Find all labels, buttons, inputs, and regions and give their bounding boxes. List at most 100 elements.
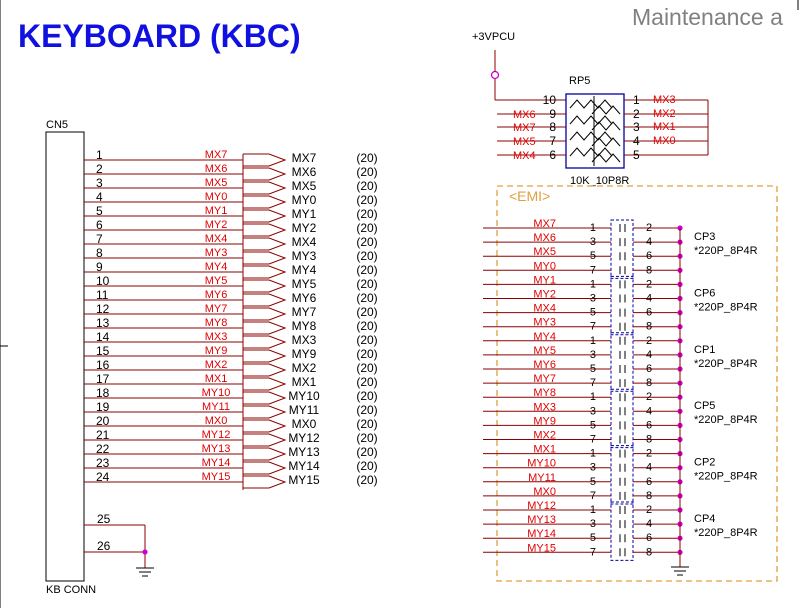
connector-net-label: MY8 [205, 317, 228, 329]
rp5-pin-number: 3 [633, 120, 640, 134]
port-label: MX2 [292, 361, 317, 375]
port-sheet-ref: (20) [356, 193, 377, 207]
port-arrow [243, 321, 287, 335]
port-arrow [243, 307, 287, 321]
rp5-pin-number: 6 [549, 148, 556, 162]
port-arrow [243, 209, 287, 223]
port-sheet-ref: (20) [356, 347, 377, 361]
connector-pin-number: 7 [96, 232, 103, 246]
emi-net-label: MY1 [533, 274, 556, 286]
port-arrow [243, 223, 287, 237]
port-label: MY8 [292, 319, 317, 333]
port-sheet-ref: (20) [356, 165, 377, 179]
connector-pin-number: 6 [96, 218, 103, 232]
capacitor-pin-number: 6 [646, 363, 652, 375]
capacitor-pin-number: 6 [646, 476, 652, 488]
port-sheet-ref: (20) [356, 151, 377, 165]
connector-pin-number: 11 [96, 288, 109, 302]
emi-net-label: MY13 [527, 514, 556, 526]
capacitor-pack-ref: CP5 [694, 400, 715, 412]
connector-net-label: MY9 [205, 345, 228, 357]
rp5-net-label: MX7 [513, 122, 536, 134]
capacitor-pin-number: 1 [590, 278, 596, 290]
capacitor-pin-number: 6 [646, 532, 652, 544]
resistor-zigzag [569, 115, 613, 125]
capacitor-pin-number: 3 [590, 462, 596, 474]
port-arrow [243, 153, 287, 167]
emi-net-label: MY3 [533, 317, 556, 329]
emi-net-label: MX6 [533, 232, 556, 244]
port-arrow [243, 335, 287, 349]
emi-net-label: MY14 [527, 528, 556, 540]
power-label: +3VPCU [472, 31, 515, 43]
emi-net-label: MY0 [533, 260, 556, 272]
emi-net-label: MY8 [533, 387, 556, 399]
connector-net-label: MX6 [205, 163, 228, 175]
capacitor-pack-body [610, 275, 634, 336]
connector-pin-number: 12 [96, 302, 110, 316]
emi-net-label: MY11 [528, 472, 556, 484]
port-sheet-ref: (20) [356, 445, 377, 459]
port-sheet-ref: (20) [356, 277, 377, 291]
port-label: MX5 [292, 179, 317, 193]
capacitor-pack-body [610, 388, 634, 449]
resistor-zigzag [591, 153, 621, 163]
capacitor-pack-ref: CP2 [694, 457, 715, 469]
port-arrow [243, 293, 287, 307]
capacitor-pack-ref: CP4 [694, 513, 715, 525]
port-label: MY15 [288, 473, 320, 487]
capacitor-pin-number: 3 [590, 349, 596, 361]
connector-pin-number: 20 [96, 414, 110, 428]
capacitor-pin-number: 2 [646, 448, 652, 460]
capacitor-pin-number: 8 [646, 377, 652, 389]
connector-net-label: MX4 [205, 233, 228, 245]
port-arrow [243, 391, 287, 405]
port-sheet-ref: (20) [356, 249, 377, 263]
capacitor-pin-number: 2 [646, 278, 652, 290]
emi-net-label: MY2 [533, 289, 556, 301]
port-sheet-ref: (20) [356, 291, 377, 305]
connector-body [45, 131, 85, 582]
connector-net-label: MY2 [205, 219, 228, 231]
emi-net-label: MY7 [533, 373, 556, 385]
port-label: MY1 [292, 207, 317, 221]
capacitor-pin-number: 4 [646, 405, 652, 417]
rp5-net-label: MX5 [513, 136, 536, 148]
port-arrow [243, 251, 287, 265]
capacitor-pack-value: *220P_8P4R [694, 471, 758, 483]
rp5-net-label: MX1 [653, 121, 676, 133]
emi-net-label: MY6 [533, 359, 556, 371]
port-arrow [243, 447, 287, 461]
connector-pin-number: 18 [96, 386, 110, 400]
connector-pin-number: 14 [96, 330, 110, 344]
capacitor-pin-number: 1 [590, 448, 596, 460]
connector-pin-number: 4 [96, 190, 103, 204]
connector-name: KB CONN [46, 584, 96, 596]
connector-pin-number: 16 [96, 358, 110, 372]
connector-pin-number: 24 [96, 470, 110, 484]
port-sheet-ref: (20) [356, 179, 377, 193]
port-label: MY10 [288, 389, 320, 403]
capacitor-pin-number: 7 [590, 264, 596, 276]
capacitor-pack-value: *220P_8P4R [694, 527, 758, 539]
capacitor-pin-number: 2 [646, 504, 652, 516]
capacitor-pin-number: 2 [646, 391, 652, 403]
port-label: MX0 [292, 417, 317, 431]
header-note: Maintenance a [632, 4, 783, 30]
capacitor-pack-body [610, 219, 634, 279]
connector-pin-number: 26 [97, 539, 111, 553]
rp5-pin-number: 7 [549, 134, 556, 148]
resistor-zigzag [591, 121, 621, 131]
connector-net-label: MY4 [205, 261, 228, 273]
capacitor-pack-ref: CP6 [694, 287, 715, 299]
capacitor-pin-number: 5 [590, 476, 596, 488]
port-label: MX1 [292, 375, 317, 389]
capacitor-pin-number: 3 [590, 518, 596, 530]
capacitor-pin-number: 2 [646, 222, 652, 234]
connector-net-label: MY10 [202, 387, 231, 399]
port-sheet-ref: (20) [356, 431, 377, 445]
connector-pin-number: 23 [96, 456, 110, 470]
emi-net-label: MX5 [533, 246, 556, 258]
port-label: MY2 [292, 221, 317, 235]
port-arrow [243, 279, 287, 293]
